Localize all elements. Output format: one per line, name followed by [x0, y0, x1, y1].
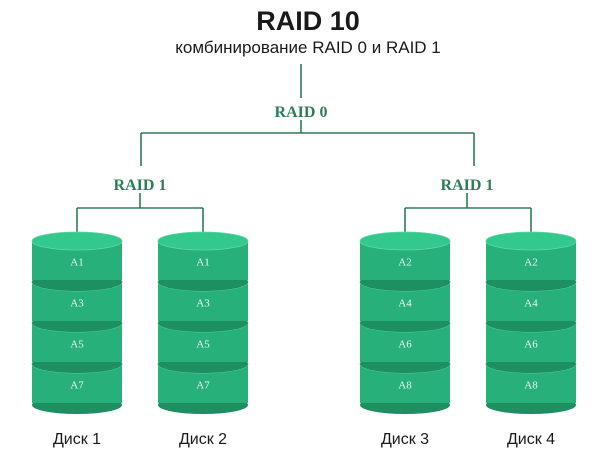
disk-name-label: Диск 4 [507, 431, 555, 448]
raid1-right-node-label: RAID 1 [441, 177, 494, 194]
disk-block-label: A6 [398, 339, 412, 351]
diagram-title: RAID 10 [256, 6, 360, 36]
disk-block: A1 [31, 231, 123, 291]
disk-block-label: A5 [70, 339, 84, 351]
disk-block-label: A6 [524, 339, 538, 351]
connector-lines [76, 64, 532, 234]
disk-name-label: Диск 2 [179, 431, 227, 448]
disk-block-label: A1 [196, 257, 209, 269]
raid0-node-label: RAID 0 [275, 104, 328, 121]
disk-block: A1 [157, 231, 249, 291]
disk-block-label: A1 [70, 257, 83, 269]
disk-block-label: A5 [196, 339, 210, 351]
disk-block-label: A8 [524, 380, 538, 392]
disk-block-label: A4 [398, 298, 412, 310]
disk-name-label: Диск 1 [53, 431, 101, 448]
diagram-subtitle: комбинирование RAID 0 и RAID 1 [175, 38, 441, 57]
disk-block-label: A7 [196, 380, 210, 392]
disk-block-label: A7 [70, 380, 84, 392]
raid1-left-node-label: RAID 1 [114, 177, 167, 194]
disk-name-label: Диск 3 [381, 431, 429, 448]
disk-block-label: A3 [70, 298, 84, 310]
disk-block-top-face [359, 231, 451, 251]
disk-block-top-face [157, 231, 249, 251]
disk-block-top-face [485, 231, 577, 251]
disk-block-label: A2 [524, 257, 537, 269]
disk-block-top-face [31, 231, 123, 251]
disk-block: A2 [485, 231, 577, 291]
disk-block-label: A4 [524, 298, 538, 310]
disk-block-label: A3 [196, 298, 210, 310]
disk-block: A2 [359, 231, 451, 291]
disk-block-label: A2 [398, 257, 411, 269]
disk-block-label: A8 [398, 380, 412, 392]
